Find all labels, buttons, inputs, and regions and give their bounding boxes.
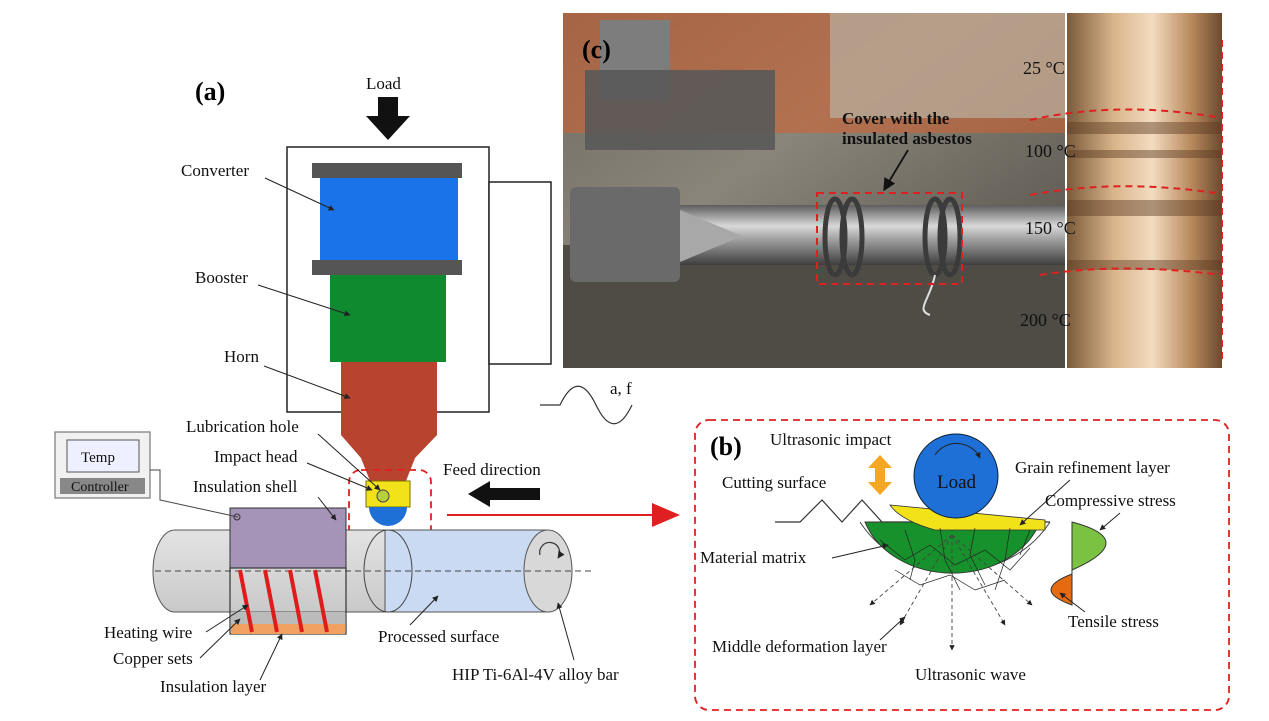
ultrasonic-impact-arrow bbox=[868, 455, 892, 495]
panel-c-label: (c) bbox=[582, 35, 611, 64]
sample-photo bbox=[1067, 13, 1222, 368]
impact-head-leader bbox=[306, 462, 373, 491]
vibration-sine bbox=[540, 385, 633, 425]
thermocouple-point bbox=[233, 513, 241, 521]
alloy-bar-label: HIP Ti-6Al-4V alloy bar bbox=[452, 665, 619, 684]
controller-label: Controller bbox=[71, 480, 129, 495]
temp-display bbox=[66, 439, 140, 473]
feed-direction-label: Feed direction bbox=[443, 460, 541, 479]
processed-surface-leader bbox=[409, 595, 439, 626]
insulation-layer-leader bbox=[259, 633, 283, 681]
booster-leader bbox=[257, 284, 351, 317]
photo-shaft bbox=[680, 205, 1065, 265]
load-label: Load bbox=[366, 74, 401, 93]
controller-bar bbox=[60, 478, 145, 494]
impact-head-label: Impact head bbox=[214, 447, 298, 466]
grain-refinement-zone bbox=[889, 504, 1046, 531]
horn-block bbox=[341, 362, 437, 481]
head-dashed-box bbox=[348, 469, 432, 548]
sample-zone-boundary-2 bbox=[1029, 185, 1223, 196]
photo-wire bbox=[922, 274, 936, 316]
grain-refinement-leader bbox=[1019, 479, 1071, 526]
photo-tool-block bbox=[585, 70, 775, 150]
processed-surface-label: Processed surface bbox=[378, 627, 499, 646]
amplitude-frequency-label: a, f bbox=[610, 379, 632, 398]
thermo-wire bbox=[150, 469, 239, 518]
alloy-bar-leader bbox=[556, 602, 575, 661]
insulation-shell-label: Insulation shell bbox=[193, 477, 298, 496]
photo-chuck bbox=[570, 187, 680, 282]
panel-b-label: (b) bbox=[710, 432, 742, 461]
photo-tailstock-center bbox=[680, 210, 742, 262]
sample-zone-boundary-3 bbox=[1039, 267, 1223, 276]
cover-label-line2: insulated asbestos bbox=[842, 129, 972, 148]
ultrasonic-wave-rays bbox=[869, 534, 1033, 651]
ball-rotation-arrow bbox=[934, 442, 981, 459]
converter-base bbox=[312, 260, 462, 275]
impact-ball bbox=[369, 507, 407, 526]
middle-deformation-leader bbox=[879, 616, 906, 641]
horn-leader bbox=[263, 365, 351, 399]
photo-panel-right bbox=[830, 13, 1065, 118]
heating-wire-leader bbox=[205, 604, 249, 633]
load-arrow bbox=[366, 97, 410, 140]
feed-direction-arrow bbox=[468, 481, 540, 507]
panel-a: (a) Load bbox=[54, 74, 680, 696]
tensile-stress-leader bbox=[1059, 592, 1086, 613]
grain-network bbox=[879, 527, 1031, 591]
heating-wire-label: Heating wire bbox=[104, 623, 192, 642]
lubrication-hole-label: Lubrication hole bbox=[186, 417, 299, 436]
lubrication-hole-leader bbox=[317, 433, 381, 491]
bar-rotation-arrow bbox=[539, 541, 565, 559]
compressive-stress-leader bbox=[1099, 512, 1121, 531]
insulation-shell bbox=[229, 507, 347, 569]
cutting-surface-label: Cutting surface bbox=[722, 473, 826, 492]
sample-bands bbox=[1067, 122, 1222, 270]
insulation-layer-strip bbox=[231, 624, 345, 634]
converter-label: Converter bbox=[181, 161, 249, 180]
converter-block bbox=[320, 178, 458, 260]
panel-c: (c) Cover with the insulated asbestos 25… bbox=[563, 13, 1223, 368]
panel-b: (b) Load Ultrasonic impa bbox=[694, 419, 1230, 711]
booster-label: Booster bbox=[195, 268, 248, 287]
temp-label-100: 100 °C bbox=[1025, 141, 1076, 161]
ultrasonic-wave-label: Ultrasonic wave bbox=[915, 665, 1026, 684]
tensile-stress-curve bbox=[1050, 573, 1073, 606]
cover-label-line1: Cover with the bbox=[842, 109, 950, 128]
lubrication-hole bbox=[376, 489, 390, 503]
photo-cover-box bbox=[816, 192, 963, 285]
copper-sets bbox=[231, 612, 345, 624]
material-matrix-label: Material matrix bbox=[700, 548, 807, 567]
copper-sets-label: Copper sets bbox=[113, 649, 193, 668]
material-matrix-leader bbox=[831, 543, 889, 559]
grain-refinement-label: Grain refinement layer bbox=[1015, 458, 1170, 477]
cover-leader bbox=[883, 149, 909, 192]
temp-label-200: 200 °C bbox=[1020, 310, 1071, 330]
sample-zone-boundary-1 bbox=[1029, 108, 1223, 121]
panel-a-label: (a) bbox=[195, 77, 225, 106]
ball-load-label: Load bbox=[937, 472, 977, 493]
insulation-shell-leader bbox=[317, 496, 337, 521]
ultrasonic-impact-label: Ultrasonic impact bbox=[770, 430, 892, 449]
temp-label: Temp bbox=[81, 450, 115, 466]
processed-surface-ring bbox=[363, 529, 413, 613]
detail-link-arrowhead bbox=[652, 503, 680, 527]
converter-cap bbox=[312, 163, 462, 178]
booster-block bbox=[330, 275, 446, 362]
side-frame bbox=[488, 181, 552, 365]
temp-label-25: 25 °C bbox=[1023, 58, 1065, 78]
insulation-layer-label: Insulation layer bbox=[160, 677, 267, 696]
temp-label-150: 150 °C bbox=[1025, 218, 1076, 238]
compressive-stress-curve bbox=[1071, 521, 1107, 571]
panel-b-frame bbox=[694, 419, 1230, 711]
middle-deformation-label: Middle deformation layer bbox=[712, 637, 887, 656]
converter-leader bbox=[264, 177, 335, 211]
compressive-stress-label: Compressive stress bbox=[1045, 491, 1176, 510]
copper-sets-leader bbox=[199, 618, 241, 659]
heating-wire bbox=[238, 569, 329, 633]
horn-label: Horn bbox=[224, 347, 259, 366]
tensile-stress-label: Tensile stress bbox=[1068, 612, 1159, 631]
